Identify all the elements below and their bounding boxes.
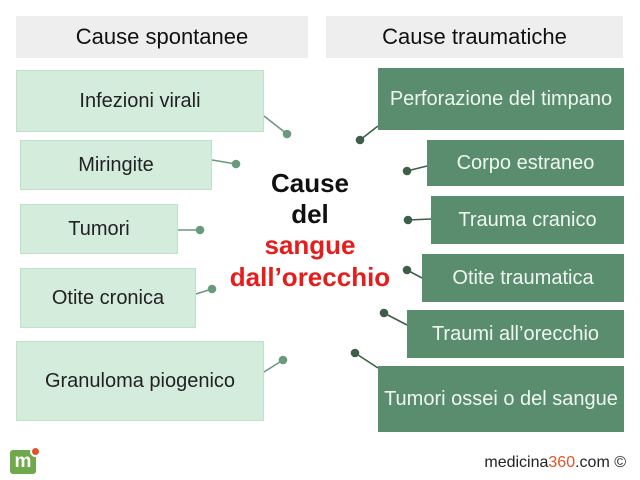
credit-pre: medicina	[484, 454, 549, 471]
spontaneous-cause-granuloma-piogenico: Granuloma piogenico	[16, 341, 264, 421]
cause-label: Trauma cranico	[458, 208, 597, 231]
center-title: Cause del sangue dall’orecchio	[222, 168, 398, 293]
connector-dot	[402, 166, 412, 176]
traumatic-cause-perforazione-timpano: Perforazione del timpano	[378, 68, 624, 130]
cause-label: Traumi all’orecchio	[431, 322, 600, 345]
traumatic-cause-tumori-ossei: Tumori ossei o del sangue	[378, 366, 624, 432]
center-title-line4: dall’orecchio	[229, 261, 391, 292]
cause-label: Corpo estraneo	[456, 151, 595, 174]
connector-dot	[355, 135, 365, 145]
connector-spontaneous-1	[263, 115, 288, 135]
connector-dot	[402, 265, 412, 275]
spontaneous-cause-tumori: Tumori	[20, 204, 178, 254]
cause-label: Tumori	[68, 217, 130, 240]
spontaneous-cause-infezioni-virali: Infezioni virali	[16, 70, 264, 132]
connector-dot	[350, 348, 360, 358]
traumatic-cause-traumi-orecchio: Traumi all’orecchio	[407, 310, 624, 358]
cause-label: Perforazione del timpano	[389, 87, 613, 110]
connector-traumatic-6	[354, 352, 379, 369]
medicina360-logo-icon: m	[10, 446, 41, 474]
cause-label: Tumori ossei o del sangue	[384, 387, 618, 410]
cause-label: Otite traumatica	[452, 266, 594, 289]
traumatic-cause-trauma-cranico: Trauma cranico	[431, 196, 624, 244]
cause-label: Granuloma piogenico	[44, 369, 236, 392]
traumatic-cause-corpo-estraneo: Corpo estraneo	[427, 140, 624, 186]
connector-dot	[195, 225, 205, 235]
header-spontaneous: Cause spontanee	[16, 16, 308, 58]
credit-post: .com ©	[575, 454, 626, 471]
connector-dot	[207, 284, 217, 294]
spontaneous-cause-otite-cronica: Otite cronica	[20, 268, 196, 328]
connector-dot	[282, 129, 292, 139]
site-credit: medicina360.com ©	[484, 454, 626, 472]
connector-dot	[403, 215, 413, 225]
cause-label: Miringite	[78, 153, 154, 176]
spontaneous-cause-miringite: Miringite	[20, 140, 212, 190]
traumatic-cause-otite-traumatica: Otite traumatica	[422, 254, 624, 302]
connector-traumatic-5	[383, 312, 408, 326]
center-title-line1: Cause	[270, 168, 350, 198]
connector-dot	[278, 355, 288, 365]
connector-dot	[231, 159, 241, 169]
logo-letter: m	[14, 451, 32, 472]
header-traumatic: Cause traumatiche	[326, 16, 623, 58]
cause-label: Otite cronica	[51, 286, 165, 309]
connector-dot	[379, 308, 389, 318]
logo-dot-icon	[30, 446, 41, 457]
center-title-line2: del	[291, 199, 329, 230]
credit-num: 360	[548, 454, 576, 471]
cause-label: Infezioni virali	[79, 89, 201, 112]
center-title-line3: sangue	[264, 230, 356, 261]
